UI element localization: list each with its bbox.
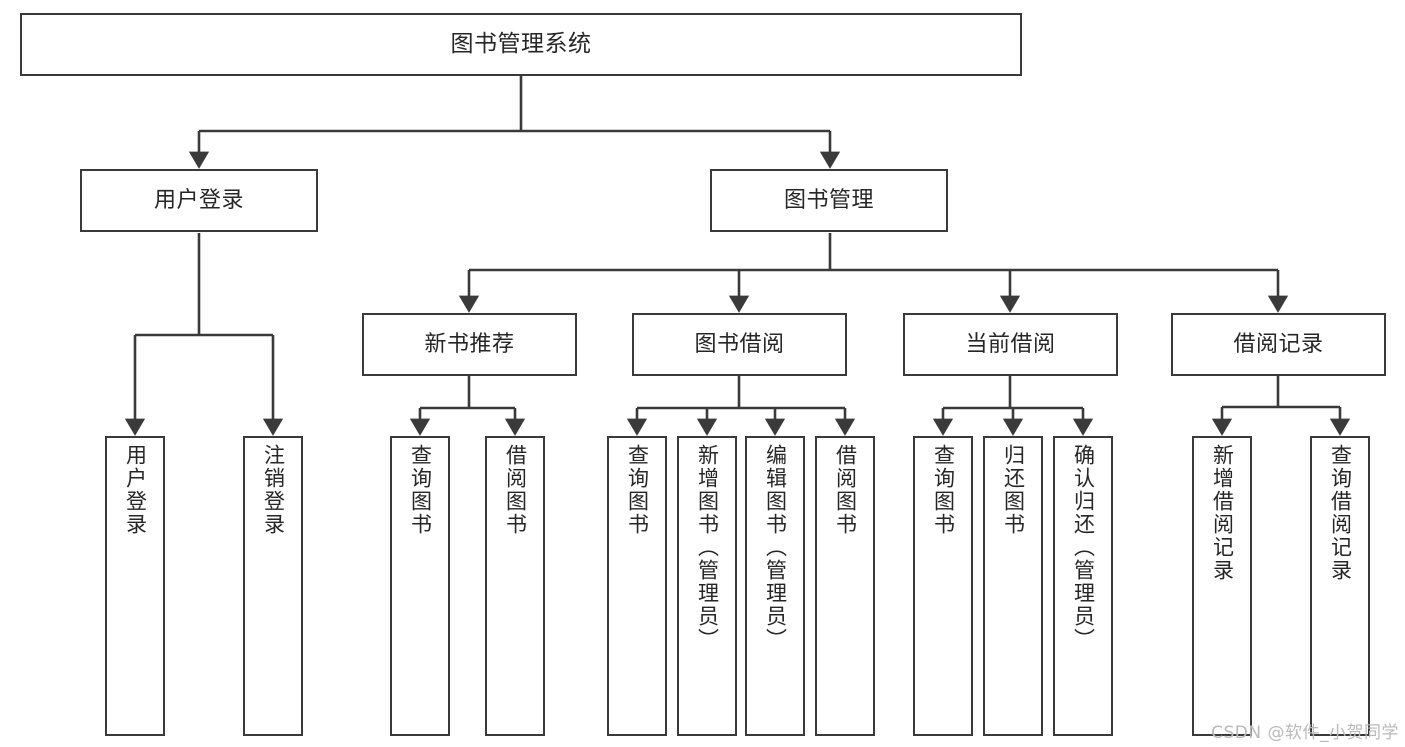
node-new-book-recommend[interactable]: 新书推荐 bbox=[362, 313, 577, 376]
node-leaf-bb-edit-book-admin[interactable]: 编辑图书（管理员） bbox=[745, 436, 805, 736]
node-label: 查询图书 bbox=[931, 444, 956, 536]
node-label: 归还图书 bbox=[1001, 444, 1026, 536]
node-leaf-logout[interactable]: 注销登录 bbox=[243, 436, 303, 736]
node-label: 借阅记录 bbox=[1233, 331, 1324, 357]
node-label: 查询借阅记录 bbox=[1328, 444, 1353, 582]
node-label: 查询图书 bbox=[625, 444, 650, 536]
node-label: 当前借阅 bbox=[965, 331, 1056, 357]
node-leaf-bb-query-book[interactable]: 查询图书 bbox=[607, 436, 667, 736]
node-book-management[interactable]: 图书管理 bbox=[710, 169, 948, 232]
node-label: 确认归还（管理员） bbox=[1071, 444, 1096, 651]
node-leaf-cb-return-book[interactable]: 归还图书 bbox=[983, 436, 1043, 736]
node-label: 注销登录 bbox=[261, 444, 286, 536]
node-book-borrow[interactable]: 图书借阅 bbox=[632, 313, 847, 376]
node-leaf-br-query-record[interactable]: 查询借阅记录 bbox=[1310, 436, 1370, 736]
node-borrow-record[interactable]: 借阅记录 bbox=[1171, 313, 1386, 376]
node-label: 编辑图书（管理员） bbox=[763, 444, 788, 651]
node-leaf-bb-add-book-admin[interactable]: 新增图书（管理员） bbox=[677, 436, 737, 736]
node-label: 新增图书（管理员） bbox=[695, 444, 720, 651]
node-label: 查询图书 bbox=[408, 444, 433, 536]
node-label: 借阅图书 bbox=[833, 444, 858, 536]
node-label: 新书推荐 bbox=[424, 331, 515, 357]
node-label: 图书管理系统 bbox=[450, 31, 592, 58]
node-root-book-management-system[interactable]: 图书管理系统 bbox=[20, 13, 1022, 76]
node-user-login[interactable]: 用户登录 bbox=[80, 169, 318, 232]
node-label: 用户登录 bbox=[153, 187, 244, 213]
node-leaf-cb-query-book[interactable]: 查询图书 bbox=[913, 436, 973, 736]
node-leaf-nb-borrow-book[interactable]: 借阅图书 bbox=[485, 436, 545, 736]
node-leaf-user-login[interactable]: 用户登录 bbox=[105, 436, 165, 736]
node-leaf-br-add-record[interactable]: 新增借阅记录 bbox=[1192, 436, 1252, 736]
csdn-watermark: CSDN @软件_小贺同学 bbox=[1211, 723, 1399, 743]
node-label: 图书借阅 bbox=[694, 331, 785, 357]
node-label: 用户登录 bbox=[123, 444, 148, 536]
node-label: 图书管理 bbox=[783, 187, 874, 213]
node-current-borrow[interactable]: 当前借阅 bbox=[903, 313, 1118, 376]
node-leaf-nb-query-book[interactable]: 查询图书 bbox=[390, 436, 450, 736]
node-label: 借阅图书 bbox=[503, 444, 528, 536]
node-leaf-bb-borrow-book[interactable]: 借阅图书 bbox=[815, 436, 875, 736]
node-leaf-cb-confirm-return-admin[interactable]: 确认归还（管理员） bbox=[1053, 436, 1113, 736]
node-label: 新增借阅记录 bbox=[1210, 444, 1235, 582]
